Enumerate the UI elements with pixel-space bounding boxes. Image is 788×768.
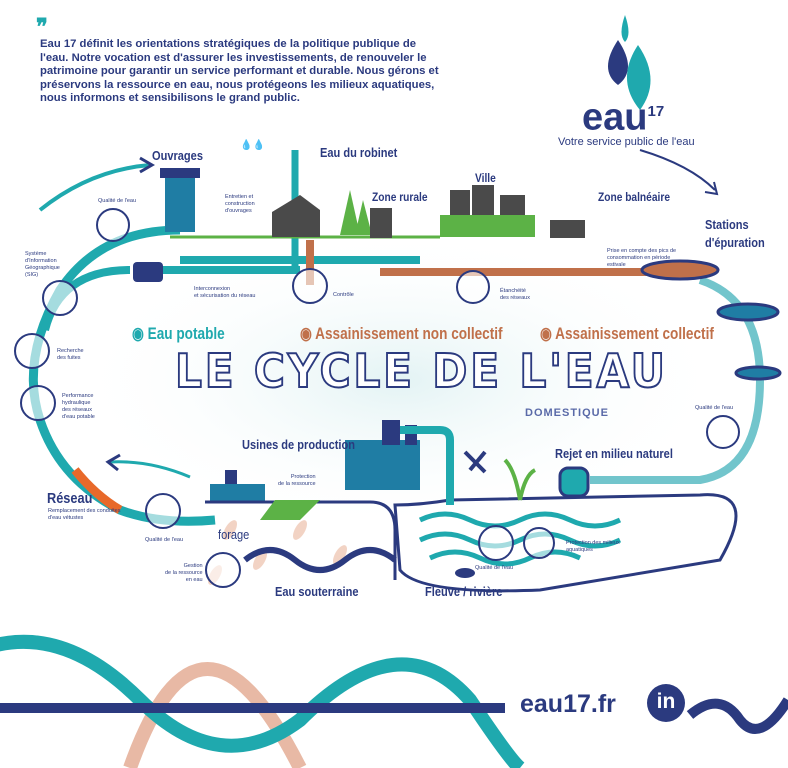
- treatment-basin: [734, 365, 782, 381]
- label-eau-souterraine: Eau souterraine: [275, 584, 359, 599]
- river-wave: [418, 511, 622, 529]
- category-anc: ◉ Assainissement non collectif: [300, 324, 503, 343]
- logo-number: 17: [647, 103, 665, 120]
- website-link[interactable]: eau17.fr: [520, 690, 616, 718]
- footer-bar: [0, 703, 505, 713]
- label-zone-balneaire: Zone balnéaire: [598, 190, 670, 204]
- quote-icon: ❞: [36, 14, 48, 39]
- water-quality-icon: [96, 208, 130, 242]
- leak-proof-icon: [456, 270, 490, 304]
- category-label: Assainissement non collectif: [315, 324, 503, 343]
- note-gestion: Gestion de la ressource en eau: [165, 563, 203, 583]
- aquatic-protection-icon: [523, 527, 555, 559]
- label-ville: Ville: [475, 171, 496, 185]
- water-quality-icon: [706, 415, 740, 449]
- footer-wave-pink: [123, 662, 307, 768]
- performance-chart-icon: [20, 385, 56, 421]
- treatment-basin: [640, 259, 720, 281]
- label-rejet: Rejet en milieu naturel: [555, 446, 673, 461]
- outfall-pipe: [558, 466, 590, 498]
- category-ac: ◉ Assainissement collectif: [540, 324, 714, 343]
- page-subtitle: DOMESTIQUE: [525, 407, 609, 419]
- label-zone-rurale: Zone rurale: [372, 190, 428, 204]
- fish-icon: [455, 568, 475, 578]
- tree: [340, 190, 360, 235]
- label-reseau: Réseau: [47, 490, 93, 507]
- leak-detection-icon: [14, 333, 50, 369]
- sig-map-icon: [42, 280, 78, 316]
- logo-tagline: Votre service public de l'eau: [558, 136, 695, 148]
- category-label: Assainissement collectif: [555, 324, 714, 343]
- house: [272, 195, 320, 237]
- note-qualite: Qualité de l'eau: [695, 405, 734, 411]
- water-quality-icon: [478, 525, 514, 561]
- note-protection-ressource: Protection de la ressource: [278, 474, 316, 487]
- label-fleuve: Fleuve / rivière: [425, 584, 503, 599]
- treatment-basin: [716, 302, 780, 322]
- groundwater-wave: [243, 547, 397, 573]
- note-entretien: Entretien et construction d'ouvrages: [225, 194, 255, 214]
- note-qualite: Qualité de l'eau: [98, 198, 137, 204]
- flow-arrow: [109, 460, 191, 479]
- note-controle: Contrôle: [333, 292, 354, 298]
- river-shape: [393, 493, 738, 593]
- note-performance: Performance hydraulique des réseaux d'ea…: [62, 393, 95, 420]
- label-forage: forage: [218, 527, 250, 542]
- note-fuites: Recherche des fuites: [57, 348, 84, 361]
- note-qualite: Qualité de l'eau: [145, 537, 184, 543]
- water-quality-icon: [145, 493, 181, 529]
- church: [370, 208, 392, 238]
- resource-management-icon: [205, 552, 241, 588]
- label-eau-du-robinet: Eau du robinet: [320, 145, 398, 160]
- note-protection-milieux: Protection des milieux aquatiques: [566, 540, 620, 553]
- note-remplacement: Remplacement des conduites d'eau vétuste…: [48, 508, 121, 521]
- linkedin-icon[interactable]: in: [647, 684, 685, 722]
- label-ouvrages: Ouvrages: [152, 148, 203, 163]
- dragonfly-icon: [463, 450, 487, 474]
- water-drops-icon: 💧💧: [240, 140, 265, 151]
- category-label: Eau potable: [147, 324, 225, 343]
- note-sig: Système d'Information Géographique (SIG): [25, 251, 60, 278]
- water-tower: [165, 172, 195, 232]
- label-usines: Usines de production: [242, 437, 355, 452]
- label-stations: Stations d'épuration: [705, 217, 765, 250]
- flow-arrow: [38, 163, 151, 212]
- note-qualite: Qualité de l'eau: [475, 565, 514, 571]
- note-interconnexion: Interconnexion et sécurisation du réseau: [194, 286, 256, 299]
- eau17-logo-drops: [608, 15, 651, 110]
- control-magnifier-icon: [292, 268, 328, 304]
- logo-word: eau: [582, 96, 648, 139]
- note-pics: Prise en compte des pics de consommation…: [607, 248, 677, 268]
- category-eau-potable: ◉ Eau potable: [132, 324, 225, 343]
- logo-brand: eau17: [582, 92, 664, 138]
- note-etancheite: Étanchéité des réseaux: [500, 288, 530, 301]
- production-plant: [210, 484, 265, 502]
- page-title: LE CYCLE DE L'EAU: [174, 344, 668, 398]
- intro-text: Eau 17 définit les orientations stratégi…: [40, 38, 439, 105]
- flow-arrow: [639, 149, 716, 191]
